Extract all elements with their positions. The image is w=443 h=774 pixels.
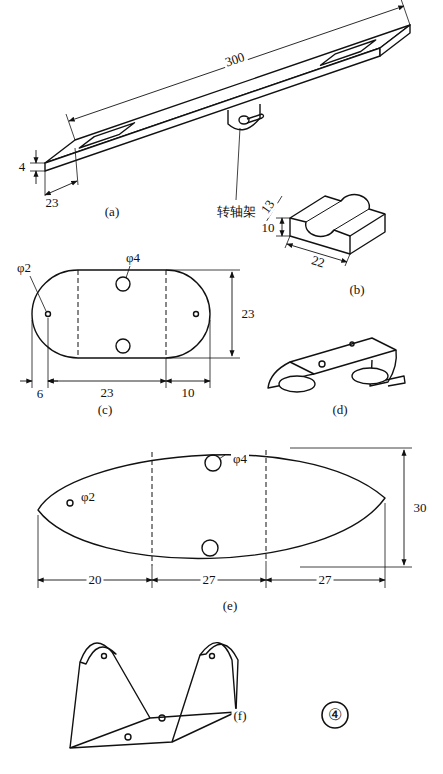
dimension-label: 10: [260, 221, 277, 235]
figure-label: (e): [221, 599, 239, 613]
figure-label: (a): [103, 205, 121, 219]
plate-c: [20, 266, 240, 388]
figure-label: (c): [96, 403, 114, 417]
hole-diameter: φ2: [15, 261, 33, 275]
figure-label: (b): [347, 283, 366, 297]
hole-diameter: φ4: [231, 452, 249, 466]
figure-number: ④: [326, 706, 344, 724]
dimension-label: 4: [17, 160, 28, 174]
figure-label: (d): [330, 403, 349, 417]
block-b: [266, 195, 385, 266]
dimension-label: 23: [99, 386, 116, 400]
part-name: 转轴架: [215, 205, 258, 219]
bracket-d: [268, 338, 405, 392]
bracket-f: [70, 643, 238, 748]
plate-e: [38, 448, 412, 588]
dimension-label: 10: [180, 386, 197, 400]
dimension-label: 23: [240, 307, 257, 321]
dimension-label: 6: [35, 387, 46, 401]
figure-number-ring: [322, 702, 348, 728]
dimension-label: 13: [257, 196, 278, 218]
dimension-label: 23: [44, 196, 61, 210]
dimension-label: 27: [201, 573, 218, 587]
dimension-label: 27: [317, 573, 334, 587]
dimension-label: 300: [222, 49, 249, 70]
dimension-label: 20: [87, 573, 104, 587]
hole-diameter: φ2: [79, 490, 97, 504]
dimension-label: 22: [308, 253, 328, 272]
hole-diameter: φ4: [124, 251, 142, 265]
dimension-label: 30: [412, 501, 429, 515]
plank-a: [30, 0, 410, 200]
figure-label: (f): [232, 709, 249, 723]
